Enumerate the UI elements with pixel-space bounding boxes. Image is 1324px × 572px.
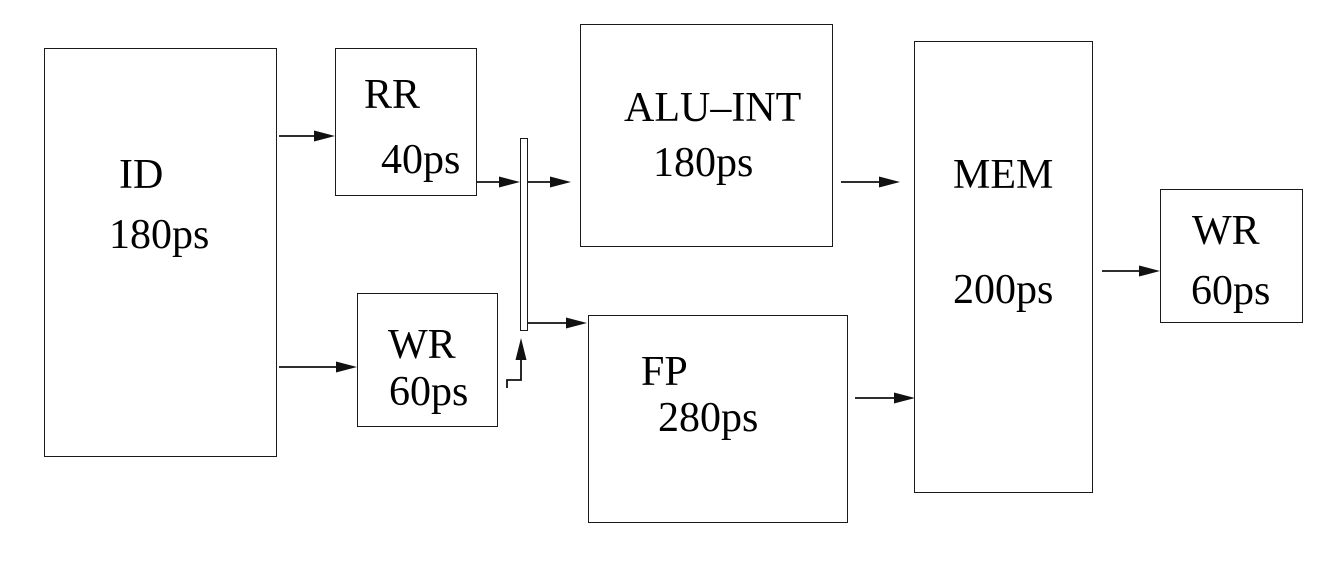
stage-label: WR (388, 322, 456, 368)
stage-label: WR (1192, 208, 1260, 254)
stage-box-id: ID 180ps (44, 48, 277, 457)
stage-box-fp: FP 280ps (588, 315, 848, 523)
arrow-id-to-wr-mid (279, 361, 357, 373)
arrow-mem-to-wr-end (1102, 265, 1160, 277)
arrow-latch-to-fp (528, 317, 587, 329)
stage-time: 180ps (653, 140, 754, 186)
arrow-fp-to-mem (855, 392, 915, 404)
arrow-latch-to-alu-int (528, 176, 571, 188)
stage-label: MEM (953, 152, 1054, 198)
arrow-clock-up-to-latch (506, 338, 527, 388)
stage-time: 200ps (953, 267, 1054, 313)
arrow-rr-to-latch (477, 176, 520, 188)
stage-box-wr-mid: WR 60ps (357, 293, 498, 427)
stage-label: ALU–INT (624, 85, 802, 131)
stage-box-alu-int: ALU–INT 180ps (580, 24, 833, 247)
arrow-id-to-rr (279, 130, 335, 142)
stage-label: FP (641, 349, 688, 395)
stage-time: 40ps (381, 137, 461, 183)
stage-time: 60ps (1191, 268, 1271, 314)
stage-box-mem: MEM 200ps (914, 41, 1093, 493)
arrow-alu-int-to-mem (841, 176, 900, 188)
stage-label: RR (364, 72, 421, 118)
stage-time: 180ps (109, 212, 210, 258)
stage-box-rr: RR 40ps (335, 48, 477, 196)
stage-box-wr-end: WR 60ps (1160, 189, 1303, 323)
stage-time: 60ps (389, 369, 469, 415)
stage-time: 280ps (658, 395, 759, 441)
stage-label: ID (119, 152, 164, 198)
pipeline-register-bar (520, 138, 528, 331)
